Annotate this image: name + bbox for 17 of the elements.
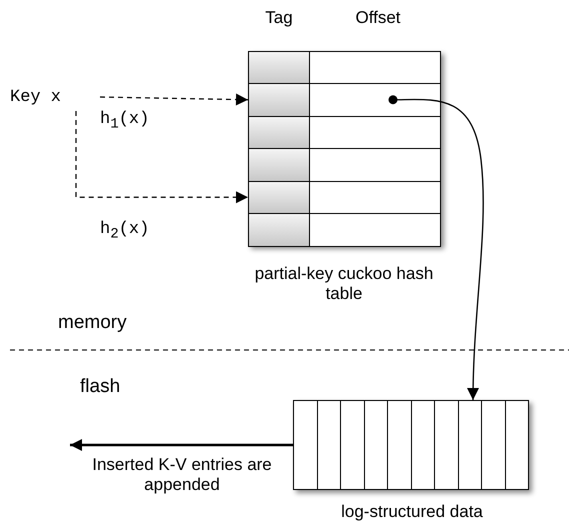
- edge-label: Inserted K-V entries are appended: [91, 455, 273, 496]
- hash-table-slot: [248, 213, 441, 246]
- hash-table-slot: [248, 83, 441, 116]
- hash-table-slot: [248, 148, 441, 182]
- region-label: memory: [58, 312, 127, 334]
- node-label: partial-key cuckoo hash table: [254, 264, 434, 305]
- hash-table-slot: [248, 180, 441, 214]
- hash-table-slot: [248, 51, 441, 84]
- node-label: log-structured data: [340, 502, 484, 522]
- region-label: flash: [80, 376, 120, 398]
- edge-label: h$_{2}$(x): [100, 220, 150, 244]
- column-header: Offset: [354, 8, 402, 28]
- hash-table-slot: [248, 116, 441, 149]
- key-label: Key x: [10, 88, 62, 107]
- column-header: Tag: [264, 8, 294, 28]
- edge-label: h$_{1}$(x): [100, 110, 150, 134]
- log-storage-box: [293, 400, 529, 490]
